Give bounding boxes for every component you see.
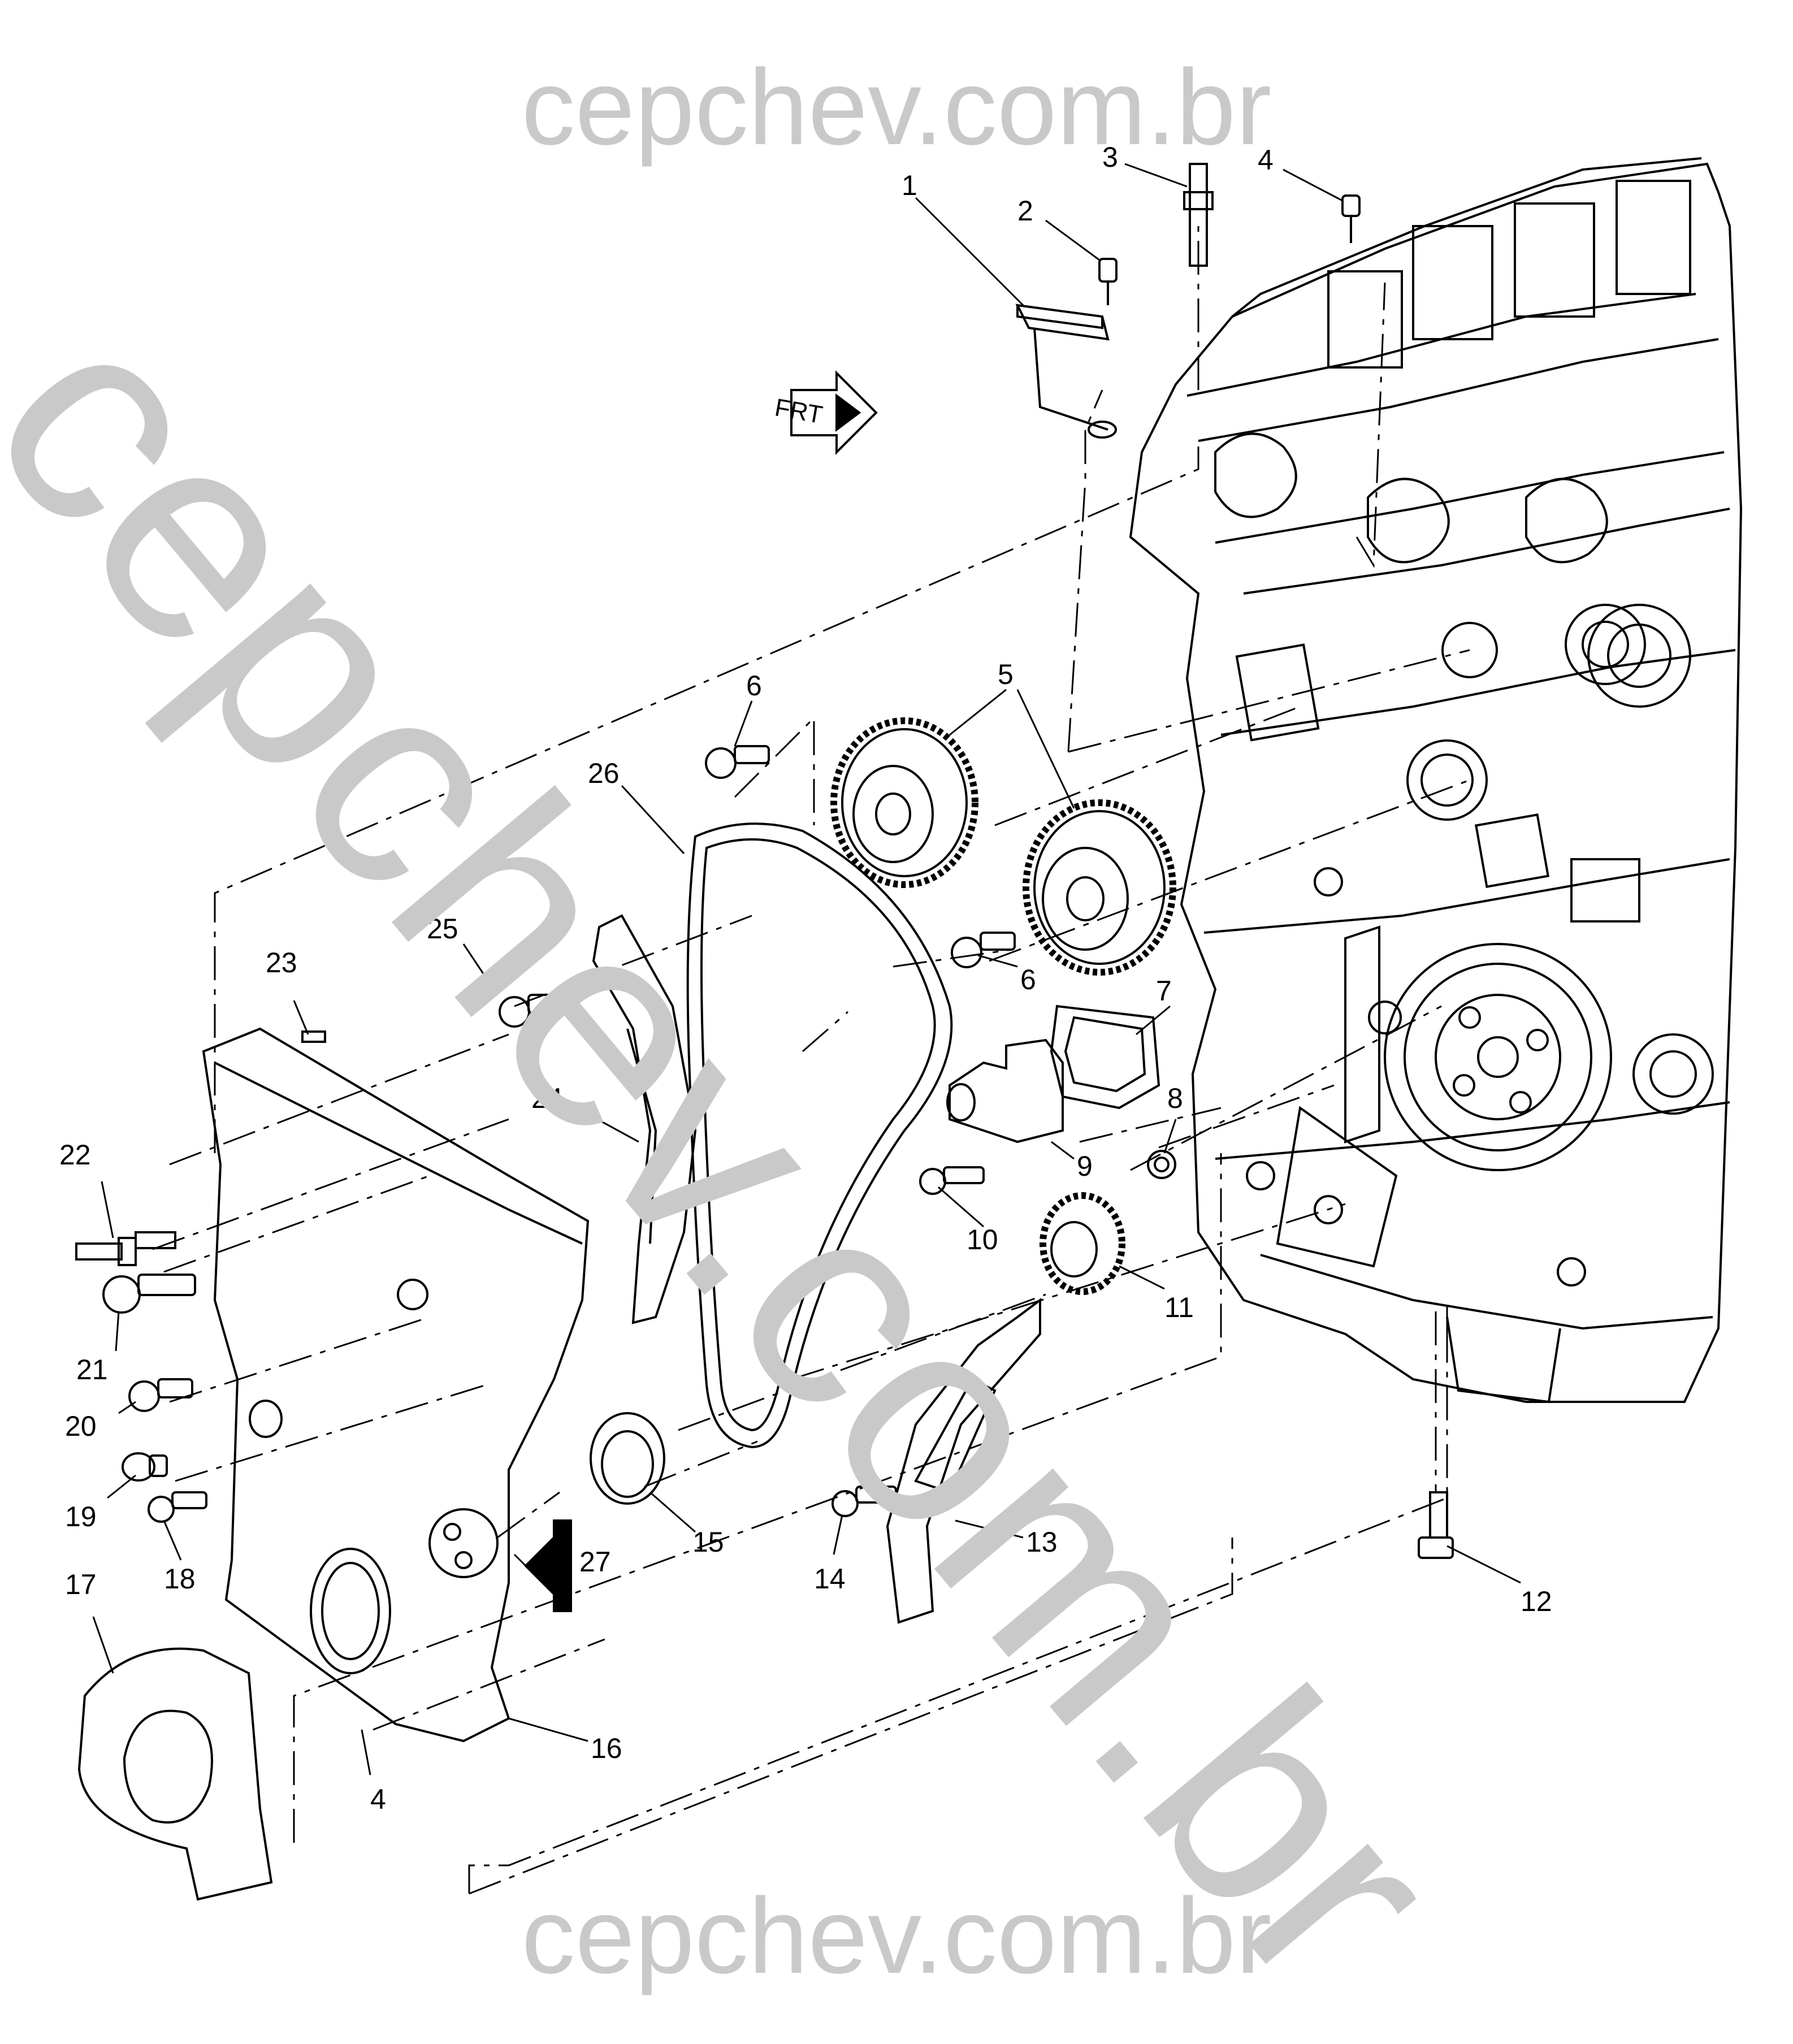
callout-7: 7 [1156,975,1172,1007]
watermark-top: cepchev.com.br [521,47,1272,167]
part-3-stud [1183,163,1214,267]
engine-assembly [1129,157,1743,1404]
callout-22: 22 [59,1139,91,1171]
callout-2: 2 [1017,195,1033,227]
part-6-bolts [705,745,1016,968]
part-23-dowel [301,1030,326,1043]
part-20-bolt [128,1378,193,1412]
part-2-bolt [1098,258,1118,305]
callout-16: 16 [591,1733,622,1764]
callout-12: 12 [1521,1586,1552,1617]
part-12-bolt [1418,1491,1454,1559]
callout-9: 9 [1077,1150,1093,1182]
callout-6-top: 6 [746,670,762,701]
callout-26: 26 [588,757,620,789]
part-22-stud [75,1231,176,1266]
callout-8: 8 [1167,1082,1183,1114]
part-9-tensioner [946,1038,1064,1144]
part-1-bracket [1015,304,1117,439]
callout-19: 19 [65,1501,97,1532]
callout-21: 21 [76,1354,108,1385]
callout-13: 13 [1026,1526,1058,1558]
callout-11: 11 [1164,1292,1194,1323]
part-15-seal [590,1412,665,1505]
callout-23: 23 [266,947,297,978]
part-27-view-arrow [524,1519,572,1612]
part-13-chain-guide [886,1298,1041,1624]
callout-27: 27 [579,1546,611,1578]
leader-lines [92,163,1521,1775]
part-5-camshaft-sprockets [830,717,1176,976]
part-18-bolt [148,1491,207,1523]
callout-20: 20 [65,1410,97,1442]
callout-15: 15 [692,1526,724,1558]
watermark-bottom: cepchev.com.br [521,1876,1272,1996]
callout-5: 5 [998,659,1014,690]
callout-4-top: 4 [1258,144,1274,176]
front-arrow [790,370,878,455]
part-7-gasket [1050,1004,1160,1110]
callout-18: 18 [164,1563,196,1595]
part-8-plug [1147,1150,1176,1179]
part-17-shield [77,1647,273,1901]
callout-17: 17 [65,1569,97,1600]
part-4-bolt-top [1341,194,1361,243]
callout-24: 24 [531,1082,563,1114]
part-10-bolt [919,1166,985,1195]
callout-labels: 1 2 3 4 5 6 6 7 8 9 10 11 12 13 14 15 16… [59,141,1552,1815]
part-19-plug [122,1452,168,1482]
callout-25: 25 [427,913,458,945]
callout-1: 1 [902,170,917,201]
part-14-bolt [831,1486,897,1517]
part-24-chain-guide [592,914,697,1324]
part-26-timing-chain [686,822,953,1449]
callout-3: 3 [1102,141,1118,173]
callout-4-bottom: 4 [370,1783,386,1815]
callout-6-bottom: 6 [1020,964,1036,995]
callout-14: 14 [814,1563,846,1595]
part-11-crank-sprocket [1040,1192,1125,1295]
callout-10: 10 [967,1224,998,1255]
part-21-bolt [102,1274,196,1314]
part-25-bolt [499,994,564,1028]
part-16-front-cover [202,1027,590,1743]
